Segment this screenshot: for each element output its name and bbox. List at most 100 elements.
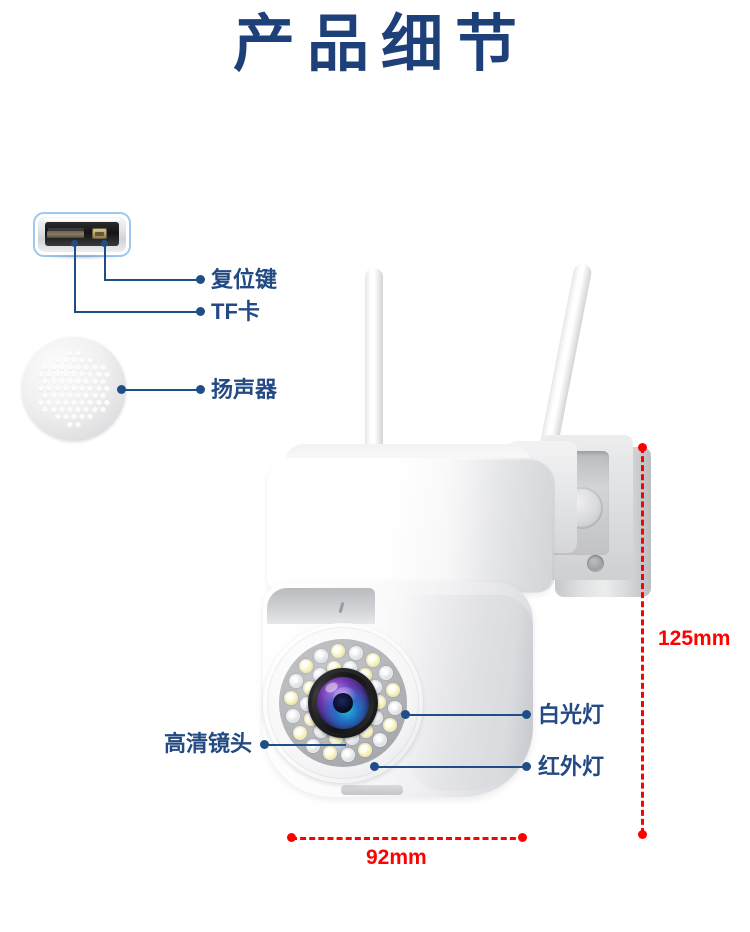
speaker-hole <box>83 407 90 414</box>
speaker-hole <box>75 350 82 357</box>
white-light-led <box>383 717 398 732</box>
speaker-hole <box>54 357 61 364</box>
speaker-hole <box>95 400 102 407</box>
callout-dot-white-led <box>401 710 410 719</box>
speaker-hole <box>75 393 82 400</box>
callout-line-reset-horizontal <box>104 279 199 281</box>
callout-line-tf-horizontal <box>74 311 199 313</box>
dimension-endpoint-width-left <box>287 833 296 842</box>
speaker-hole <box>103 400 110 407</box>
speaker-hole <box>87 371 94 378</box>
speaker-hole <box>46 400 53 407</box>
camera-pan-housing-shading <box>445 460 555 592</box>
white-light-led <box>357 743 372 758</box>
white-light-led <box>284 691 299 706</box>
speaker-hole <box>75 421 82 428</box>
speaker-hole <box>46 386 53 392</box>
dimension-endpoint-height-top <box>638 443 647 452</box>
port-housing-highlight <box>44 218 120 221</box>
speaker-hole <box>38 386 45 392</box>
speaker-hole <box>75 378 82 385</box>
dimension-label-width: 92mm <box>366 846 427 869</box>
speaker-hole <box>66 421 73 428</box>
port-module-illustration <box>33 212 131 260</box>
callout-line-lens <box>268 744 346 746</box>
speaker-hole <box>83 378 90 385</box>
white-light-led <box>322 746 337 761</box>
speaker-hole <box>79 414 86 421</box>
speaker-hole <box>91 364 98 371</box>
speaker-hole <box>54 400 61 407</box>
speaker-hole <box>71 400 77 407</box>
dimension-line-width <box>291 837 525 840</box>
speaker-grille <box>22 337 126 441</box>
camera-head-recess <box>267 588 375 624</box>
white-light-led <box>365 653 380 668</box>
tf-slot-rail <box>48 228 84 231</box>
tf-card-slot <box>47 231 84 238</box>
speaker-hole <box>58 364 65 371</box>
infrared-led <box>387 700 402 715</box>
speaker-hole <box>66 407 73 414</box>
callout-line-reset-vertical <box>104 243 106 281</box>
speaker-hole <box>87 357 94 364</box>
dimension-endpoint-width-right <box>518 833 527 842</box>
speaker-hole <box>83 364 90 371</box>
speaker-hole <box>62 414 69 421</box>
speaker-hole <box>42 364 49 371</box>
dimension-label-height: 125mm <box>658 627 731 650</box>
speaker-hole <box>103 371 110 378</box>
speaker-hole <box>71 357 77 364</box>
infrared-led <box>349 645 364 660</box>
speaker-hole <box>66 364 73 371</box>
callout-line-ir-led <box>377 766 525 768</box>
speaker-hole <box>38 371 45 378</box>
callout-label-white-led: 白光灯 <box>538 702 605 727</box>
speaker-hole <box>62 400 69 407</box>
callout-endpoint-speaker <box>196 385 205 394</box>
speaker-hole <box>50 378 57 385</box>
speaker-hole <box>42 407 49 414</box>
speaker-hole <box>42 393 49 400</box>
page-title: 产品细节 <box>232 10 529 79</box>
callout-endpoint-tf <box>196 307 205 316</box>
speaker-hole <box>58 407 65 414</box>
speaker-hole <box>66 393 73 400</box>
speaker-hole <box>54 371 61 378</box>
infrared-led <box>288 674 303 689</box>
speaker-hole <box>87 400 94 407</box>
speaker-hole <box>71 414 77 421</box>
speaker-hole <box>66 378 73 385</box>
callout-dot-ir-led <box>370 762 379 771</box>
reset-button <box>92 228 107 239</box>
infrared-led <box>340 747 355 762</box>
speaker-hole <box>95 371 102 378</box>
port-cavity <box>45 222 119 246</box>
speaker-hole <box>54 414 61 421</box>
bracket-screw-hole <box>587 555 604 572</box>
speaker-hole <box>79 400 86 407</box>
speaker-hole <box>66 350 73 357</box>
speaker-hole <box>62 371 69 378</box>
callout-label-reset: 复位键 <box>211 267 278 292</box>
infrared-led <box>372 732 387 747</box>
speaker-hole <box>91 393 98 400</box>
speaker-hole <box>50 364 57 371</box>
speaker-hole <box>79 386 86 392</box>
speaker-hole <box>99 364 106 371</box>
infrared-led <box>285 709 300 724</box>
callout-dot-speaker <box>117 385 126 394</box>
white-light-led <box>386 682 401 697</box>
lens-aperture <box>333 693 353 713</box>
callout-label-speaker: 扬声器 <box>211 377 278 402</box>
camera-illustration <box>255 255 655 855</box>
speaker-hole <box>50 393 57 400</box>
white-light-led <box>331 644 346 659</box>
speaker-hole <box>62 357 69 364</box>
callout-endpoint-white-led <box>522 710 531 719</box>
speaker-hole <box>71 371 77 378</box>
callout-label-ir-led: 红外灯 <box>538 754 605 779</box>
callout-line-white-led <box>408 714 525 716</box>
speaker-hole <box>87 386 94 392</box>
speaker-hole <box>62 386 69 392</box>
